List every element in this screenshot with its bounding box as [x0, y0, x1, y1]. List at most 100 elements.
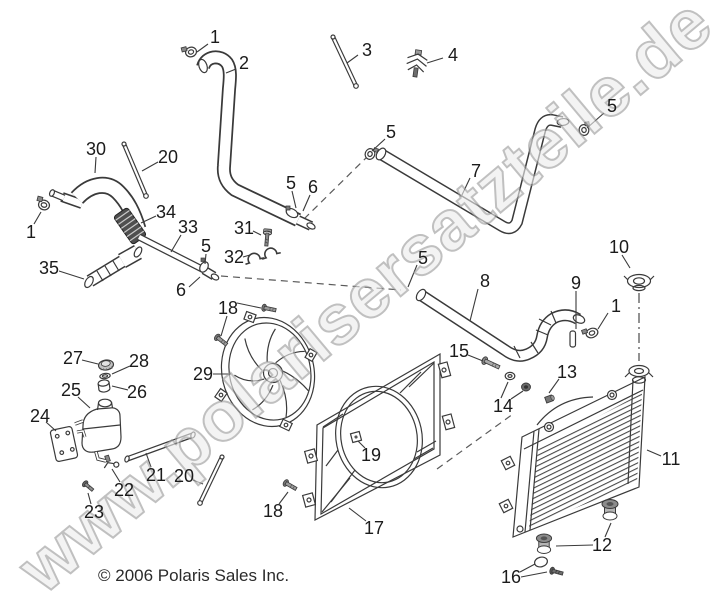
bolt-18-b	[214, 333, 229, 347]
callout-31: 31	[233, 218, 255, 238]
leader-line-6	[188, 276, 201, 288]
callout-18: 18	[217, 298, 239, 318]
callout-16: 16	[500, 567, 522, 587]
push-clip-4	[406, 49, 428, 78]
callout-19: 19	[360, 445, 382, 465]
leader-line-32	[242, 254, 251, 258]
leader-line-16	[519, 563, 536, 573]
leader-line-33	[170, 234, 182, 253]
bottle-cap-27	[97, 359, 115, 371]
callout-18: 18	[262, 501, 284, 521]
bolt-13	[544, 394, 555, 404]
tube-33	[137, 233, 206, 274]
callout-6: 6	[307, 177, 319, 197]
leader-line-6	[302, 194, 311, 212]
leader-line-3	[346, 54, 359, 64]
callout-20: 20	[157, 147, 179, 167]
callout-5: 5	[417, 248, 429, 268]
leader-line-14	[510, 390, 524, 400]
coolant-bottle-25	[74, 398, 122, 463]
copyright-text: © 2006 Polaris Sales Inc.	[98, 566, 290, 585]
leader-line-27	[81, 359, 99, 365]
leader-line-20	[141, 161, 159, 172]
leader-line-2	[225, 68, 237, 74]
leader-line-34	[140, 215, 157, 224]
leader-line-15	[467, 354, 484, 362]
bolt-18-a	[261, 303, 277, 313]
leader-line-26	[111, 385, 129, 391]
leader-line-5	[586, 112, 605, 129]
callout-34: 34	[155, 202, 177, 222]
leader-line-1	[33, 211, 42, 225]
leader-line-21	[145, 452, 152, 468]
leader-line-24	[45, 421, 57, 432]
fitting-5-6-tube33	[199, 257, 220, 281]
callout-1: 1	[610, 296, 622, 316]
leader-line-31	[252, 230, 262, 236]
leader-line-7	[460, 177, 471, 198]
leader-line-17	[348, 507, 367, 522]
callout-24: 24	[29, 406, 51, 426]
hose-clamp-1-top	[180, 46, 198, 58]
callout-1: 1	[209, 27, 221, 47]
bolt-15	[481, 356, 501, 370]
hose-clamp-1-right	[580, 327, 599, 339]
leader-line-5	[407, 264, 418, 288]
coupler-35	[84, 245, 143, 289]
leader-line-23	[87, 492, 92, 505]
vent-tube-3	[330, 34, 359, 89]
callout-25: 25	[60, 380, 82, 400]
callout-35: 35	[38, 258, 60, 278]
callout-17: 17	[363, 518, 385, 538]
callout-4: 4	[447, 45, 459, 65]
clamp-bracket-32	[245, 247, 281, 266]
callout-8: 8	[479, 271, 491, 291]
callout-27: 27	[62, 348, 84, 368]
leader-line-5	[371, 138, 386, 152]
callout-26: 26	[126, 382, 148, 402]
leader-line-12	[555, 544, 594, 547]
hose-7	[375, 113, 570, 235]
assembly-reference-lines	[220, 152, 640, 470]
callout-22: 22	[113, 480, 135, 500]
rod-20-bottom	[197, 454, 225, 506]
leader-line-12	[604, 522, 612, 538]
nut-14	[521, 382, 531, 392]
bolt-31	[262, 228, 273, 247]
callout-2: 2	[238, 53, 250, 73]
hose-8-9	[415, 288, 586, 362]
leader-line-35	[58, 270, 85, 280]
callout-20: 20	[173, 466, 195, 486]
leader-line-18	[278, 491, 289, 505]
leader-line-18	[236, 302, 262, 309]
bolt-23	[82, 480, 95, 492]
mount-plate-24	[49, 426, 79, 462]
callout-5: 5	[606, 96, 618, 116]
leader-line-20	[192, 479, 204, 485]
washer-14	[504, 371, 516, 381]
callout-7: 7	[470, 161, 482, 181]
tube-21	[124, 431, 196, 463]
callout-6: 6	[175, 280, 187, 300]
callout-32: 32	[223, 247, 245, 267]
leader-line-30	[94, 156, 97, 174]
leader-line-4	[426, 57, 444, 64]
callout-1: 1	[25, 222, 37, 242]
callout-5: 5	[285, 173, 297, 193]
leader-line-14	[500, 381, 509, 399]
rod-20-top	[121, 141, 149, 199]
callout-10: 10	[608, 237, 630, 257]
bolt-18-c	[282, 479, 298, 492]
drain-screw-16	[549, 566, 564, 576]
radiator-11	[498, 364, 654, 538]
callout-3: 3	[361, 40, 373, 60]
callout-21: 21	[145, 465, 167, 485]
leader-line-22	[111, 468, 121, 483]
cooling-fan-29	[214, 310, 318, 432]
rubber-mount-12a	[601, 499, 619, 521]
callout-28: 28	[128, 351, 150, 371]
callout-23: 23	[83, 502, 105, 522]
rubber-mount-12b	[535, 533, 553, 554]
